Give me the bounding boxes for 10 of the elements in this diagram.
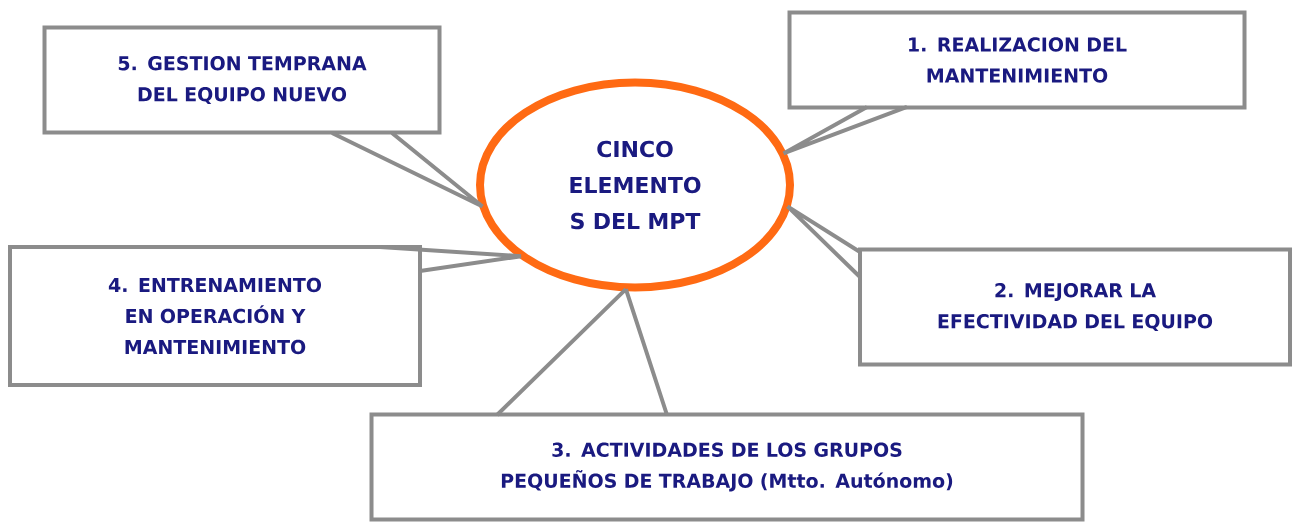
callout-box: 1. REALIZACION DEL MANTENIMIENTO: [787, 10, 1247, 110]
callout-box: 3. ACTIVIDADES DE LOS GRUPOS PEQUEÑOS DE TRABAJO (Mtto. Autónomo): [369, 412, 1085, 522]
callout-box: 2. MEJORAR LA EFECTIVIDAD DEL EQUIPO: [858, 247, 1292, 367]
callout-pointer: [785, 204, 862, 279]
callout-pointer: [330, 131, 485, 209]
callout-box: 4. ENTRENAMIENTO EN OPERACIÓN Y MANTENIMIENTO: [8, 245, 422, 387]
callout-pointer: [781, 105, 909, 156]
callout-pointer: [495, 287, 669, 417]
callout-pointer: [378, 245, 524, 273]
callout-box: 5. GESTION TEMPRANA DEL EQUIPO NUEVO: [42, 25, 442, 135]
